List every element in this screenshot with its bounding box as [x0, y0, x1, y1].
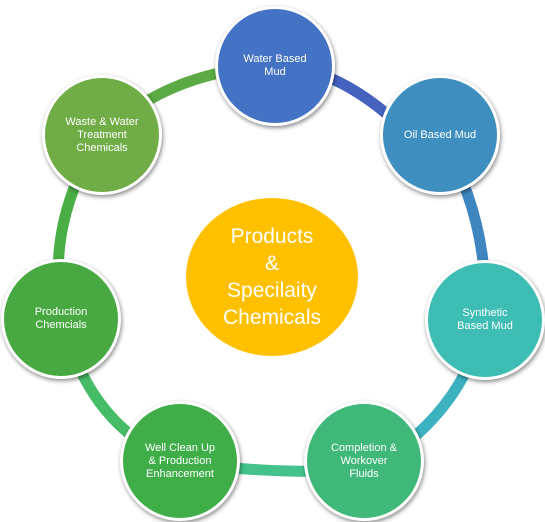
node-line: Treatment: [77, 128, 127, 141]
node-label: Completion & Workover Fluids: [331, 442, 397, 481]
node-label: Water Based Mud: [243, 53, 306, 79]
node-label: Well Clean Up & Production Enhancement: [145, 442, 215, 481]
node-line: Chemicals: [76, 141, 128, 154]
node-line: Completion &: [330, 441, 398, 454]
node-synthetic-based-mud: Synthetic Based Mud: [425, 260, 545, 380]
center-label: Products & Specilaity Chemicals: [223, 223, 321, 331]
center-line-4: Chemicals: [222, 306, 322, 329]
node-line: Water Based: [243, 53, 307, 65]
node-line: Production: [34, 306, 88, 318]
node-line: Based Mud: [457, 320, 513, 332]
node-line: Synthetic: [462, 307, 508, 319]
node-oil-based-mud: Oil Based Mud: [380, 75, 500, 195]
node-production-chemicals: Production Chemcials: [1, 259, 121, 379]
node-line: Waste & Water: [65, 115, 139, 128]
node-line: Enhancement: [146, 467, 214, 480]
node-line: Fluids: [349, 467, 379, 480]
node-line: Well Clean Up: [144, 441, 216, 454]
node-line: Chemcials: [35, 319, 87, 331]
center-circle: Products & Specilaity Chemicals: [186, 198, 358, 356]
node-line: Mud: [264, 66, 286, 78]
center-line-2: &: [264, 252, 279, 275]
node-well-clean-up: Well Clean Up & Production Enhancement: [120, 401, 240, 521]
node-line: & Production: [148, 454, 212, 467]
node-water-based-mud: Water Based Mud: [215, 6, 335, 126]
node-line: Oil Based Mud: [403, 128, 477, 141]
node-label: Oil Based Mud: [404, 129, 476, 142]
node-label: Waste & Water Treatment Chemicals: [65, 116, 138, 155]
center-line-1: Products: [230, 225, 314, 248]
node-label: Synthetic Based Mud: [457, 307, 513, 333]
center-line-3: Specilaity: [227, 279, 317, 302]
node-completion-workover-fluids: Completion & Workover Fluids: [304, 401, 424, 521]
node-label: Production Chemcials: [35, 306, 88, 332]
node-line: Workover: [340, 454, 388, 467]
node-waste-water-treatment: Waste & Water Treatment Chemicals: [42, 75, 162, 195]
